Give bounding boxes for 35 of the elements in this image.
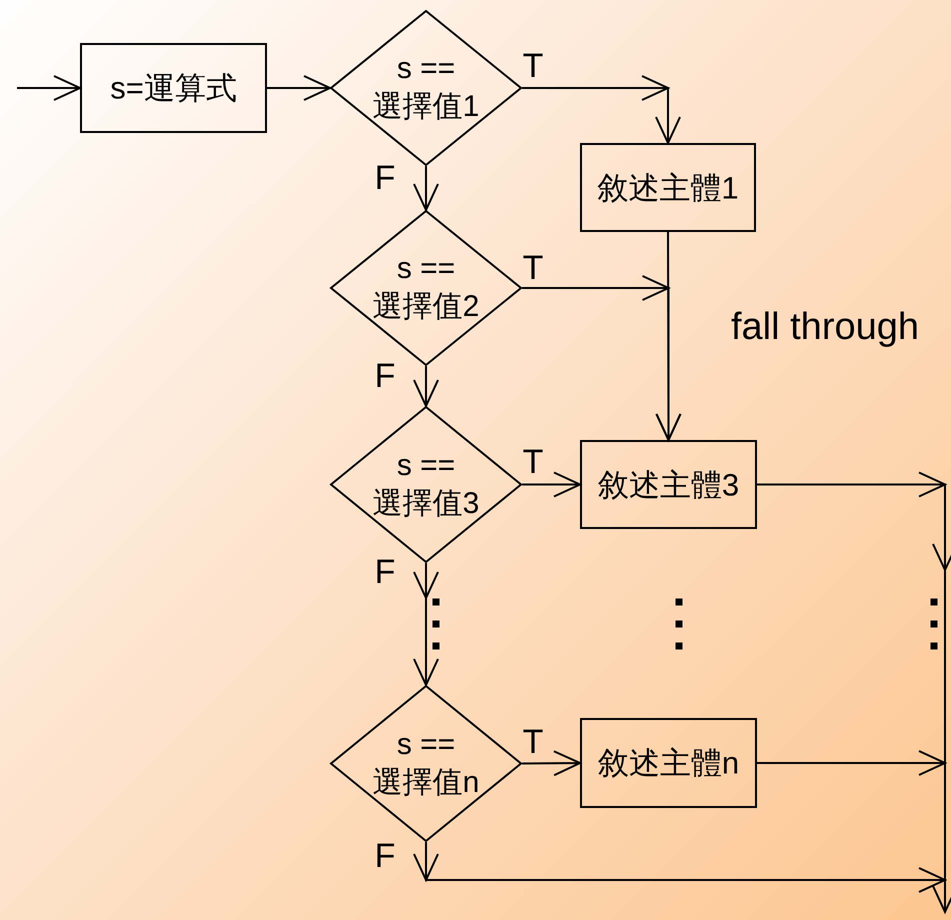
box-label: 敘述主體1 [597, 172, 739, 203]
arrow [756, 472, 951, 914]
arrow [521, 750, 582, 776]
arrow [266, 75, 332, 101]
edge-label: F [374, 555, 396, 589]
process-box [80, 43, 267, 133]
edge-label: T [522, 49, 544, 83]
condition-label: s == 選擇值1 [372, 51, 480, 125]
edge-label: F [374, 839, 396, 873]
condition-label: s == 選擇值3 [372, 448, 480, 522]
process-box [580, 143, 756, 232]
edge-label: F [374, 161, 396, 195]
edge-label: T [522, 725, 544, 759]
arrow [521, 472, 582, 498]
arrow [521, 75, 681, 146]
edge-label: F [374, 359, 396, 393]
arrow [413, 165, 439, 212]
process-box [580, 718, 757, 808]
condition-label: s == 選擇值n [372, 726, 480, 800]
box-label: 敘述主體n [598, 748, 740, 778]
arrow [756, 750, 948, 776]
process-box [580, 440, 757, 529]
decision-diamond [330, 10, 522, 166]
arrow [413, 841, 948, 893]
edge-label: T [522, 251, 544, 285]
box-label: 敘述主體3 [598, 469, 740, 500]
box-label: s=運算式 [110, 72, 237, 104]
arrow [413, 365, 439, 408]
arrow [413, 562, 439, 688]
arrow [655, 231, 682, 442]
arrow [16, 75, 82, 101]
condition-label: s == 選擇值2 [372, 251, 480, 325]
edge-label: T [522, 445, 544, 479]
decision-diamond [330, 685, 522, 842]
edge-label: fall through [731, 308, 919, 346]
